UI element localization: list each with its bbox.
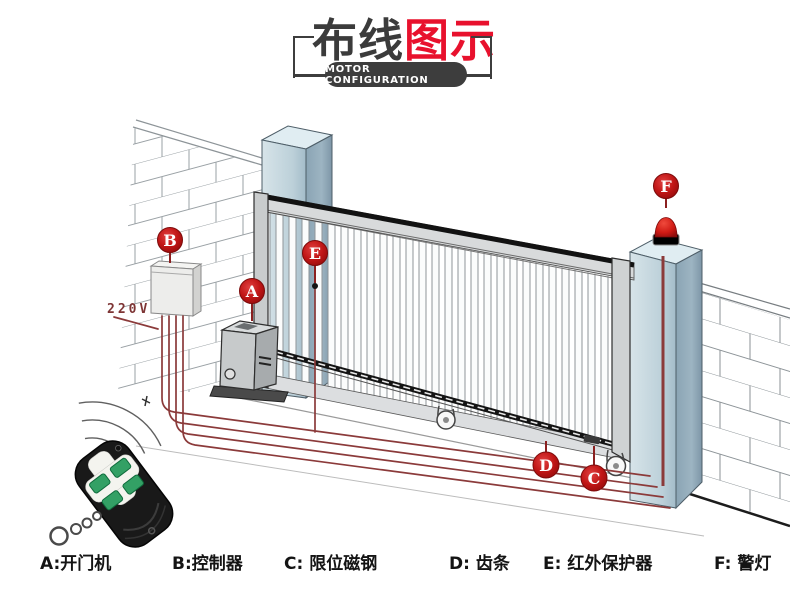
gate-right-stile: [611, 257, 631, 464]
svg-text:A: A: [245, 282, 259, 301]
limit-magnet: [583, 434, 601, 445]
right-gate-pillar: [628, 237, 704, 510]
marker-C: C: [580, 464, 608, 492]
remote-buttons: [89, 457, 144, 511]
marker-A: A: [239, 278, 265, 304]
right-brick-wall: [667, 281, 790, 528]
svg-text:F: F: [660, 177, 672, 196]
gate-wheel-middle: [436, 405, 456, 430]
photocell-sensor: [312, 283, 318, 289]
remote-control: [49, 440, 174, 548]
gate-bars: [266, 211, 613, 447]
marker-E: E: [302, 240, 328, 266]
svg-text:D: D: [539, 456, 553, 475]
legend-item-alarm-lamp: F: 警灯: [714, 554, 772, 574]
page-title: 布线图示: [312, 18, 496, 63]
legend-item-rack: D: 齿条: [449, 554, 510, 574]
badge-line-right: [463, 74, 492, 77]
marker-stems: [169, 198, 667, 465]
title-bracket-left: [293, 36, 314, 78]
title-bracket-right: [471, 36, 492, 79]
signal-spark: [141, 395, 151, 407]
gate-motor: [209, 320, 289, 403]
gear-rack: [275, 349, 621, 453]
title-accent: 图示: [404, 14, 497, 67]
subtitle-badge: MOTOR CONFIGURATION: [325, 62, 467, 87]
markers: B A E F D C: [157, 173, 679, 492]
marker-D: D: [532, 451, 560, 479]
voltage-label: 220V: [107, 302, 150, 317]
title-primary: 布线: [312, 14, 405, 67]
left-brick-wall: [118, 119, 263, 392]
remote-led: [115, 445, 122, 452]
legend-item-magnet: C: 限位磁钢: [284, 554, 378, 574]
svg-text:C: C: [588, 469, 601, 488]
marker-B: B: [157, 227, 183, 253]
control-box: [149, 260, 203, 317]
sliding-gate: [253, 191, 635, 477]
badge-line-left: [293, 74, 329, 77]
legend-item-opener: A:开门机: [40, 554, 112, 574]
wiring: [113, 287, 671, 509]
svg-text:E: E: [309, 244, 321, 263]
legend-item-controller: B:控制器: [172, 554, 243, 574]
keychain: [49, 511, 102, 546]
alarm-lamp: [652, 217, 680, 246]
power-feed-wire: [113, 316, 159, 330]
marker-F: F: [653, 173, 679, 199]
svg-text:B: B: [163, 231, 177, 250]
legend-item-photocell: E: 红外保护器: [543, 554, 653, 574]
gate-top-rail: [255, 192, 635, 281]
